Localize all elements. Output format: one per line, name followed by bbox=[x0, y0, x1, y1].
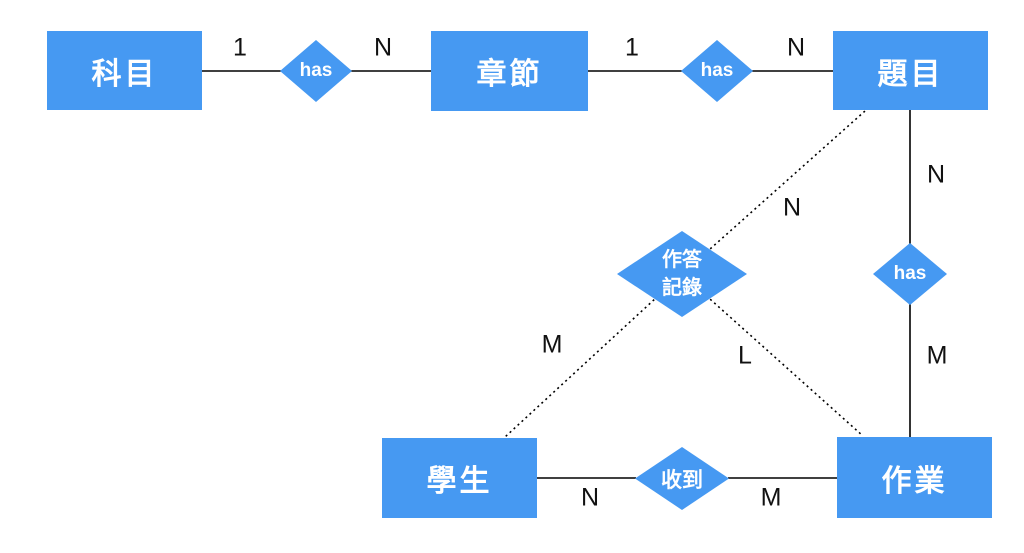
entity-chapter-label: 章節 bbox=[476, 58, 543, 91]
cardinality-answer-record-student: M bbox=[541, 330, 563, 359]
entity-chapter: 章節 bbox=[431, 31, 588, 111]
cardinality-question-has3: N bbox=[926, 160, 946, 189]
cardinality-has1-chapter: N bbox=[373, 33, 393, 62]
relationship-answer-record-label-line2: 記錄 bbox=[662, 277, 702, 299]
entity-subject: 科目 bbox=[47, 31, 202, 110]
entity-student-label: 學生 bbox=[426, 465, 493, 498]
relationship-answer-record-label-line1: 作答 bbox=[662, 249, 702, 271]
entity-subject-label: 科目 bbox=[91, 57, 158, 91]
cardinality-has2-question: N bbox=[786, 33, 806, 62]
cardinality-has3-homework: M bbox=[926, 341, 948, 370]
cardinality-answer-record-homework: L bbox=[738, 341, 752, 370]
cardinality-student-received: N bbox=[580, 483, 600, 512]
entity-question-label: 題目 bbox=[877, 57, 944, 91]
entity-student: 學生 bbox=[382, 438, 537, 518]
entity-homework: 作業 bbox=[837, 437, 992, 518]
entity-question: 題目 bbox=[833, 31, 988, 110]
cardinality-chapter-has2: 1 bbox=[625, 33, 639, 62]
edge-answer-record-student bbox=[504, 273, 683, 438]
relationship-has-2-label: has bbox=[700, 60, 734, 81]
relationship-has-3-label: has bbox=[893, 263, 927, 284]
cardinality-subject-has1: 1 bbox=[233, 33, 247, 62]
cardinality-answer-record-question: N bbox=[782, 193, 802, 222]
relationship-received-label: 收到 bbox=[661, 468, 703, 492]
cardinality-received-homework: M bbox=[760, 483, 782, 512]
relationship-has-1-label: has bbox=[299, 60, 333, 81]
entity-homework-label: 作業 bbox=[881, 464, 948, 498]
